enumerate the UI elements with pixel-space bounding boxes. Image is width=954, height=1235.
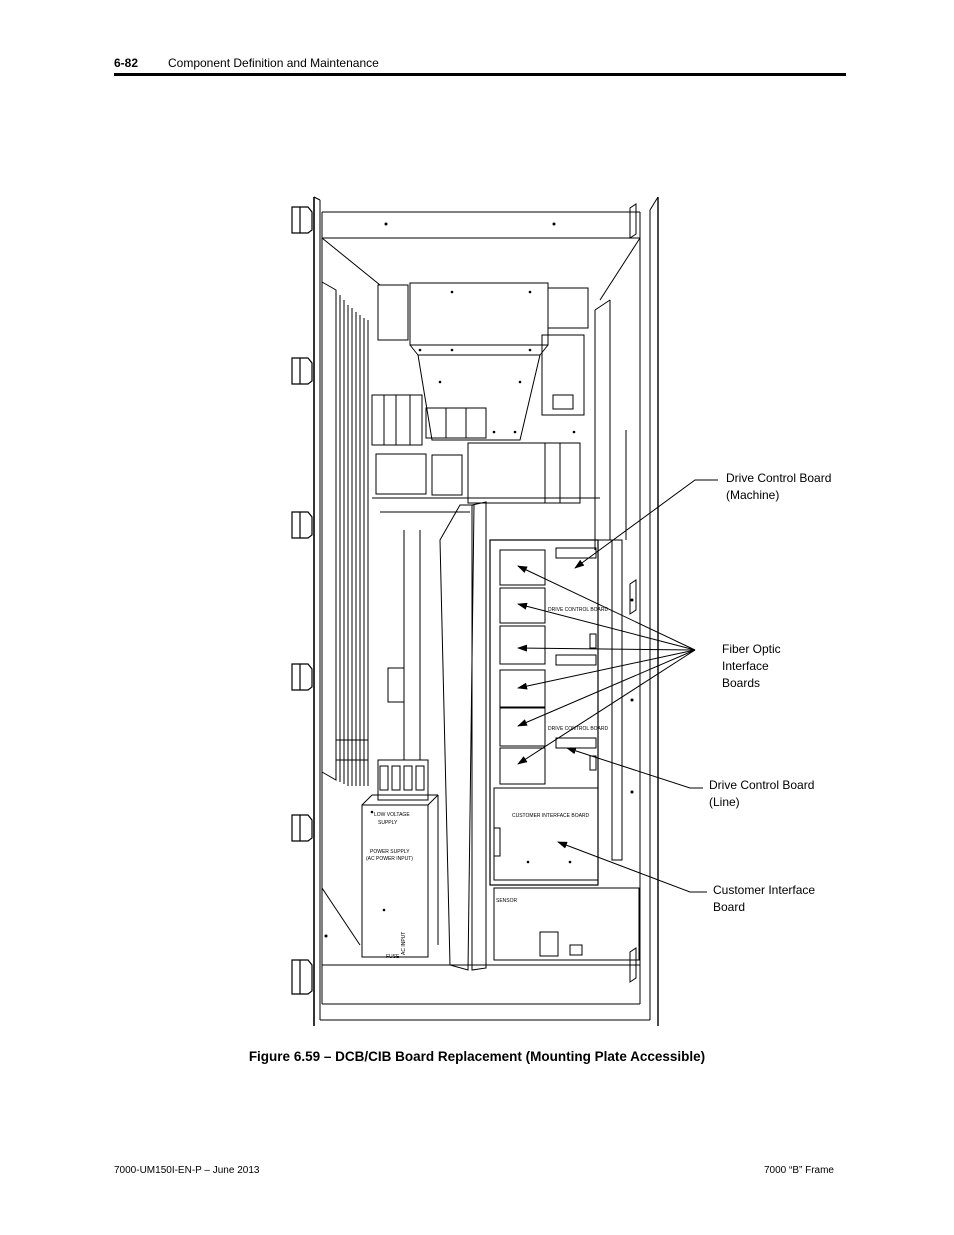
right-brackets (629, 203, 637, 983)
callout-cib: Customer Interface Board (713, 883, 816, 914)
leader-fob-4 (517, 649, 696, 690)
footer-publication: 7000-UM150I-EN-P – June 2013 (114, 1165, 260, 1176)
psu-label-top: LOW VOLTAGE (374, 812, 410, 818)
header-rule (114, 73, 846, 76)
section-title: Component Definition and Maintenance (168, 56, 379, 70)
figure-caption: Figure 6.59 – DCB/CIB Board Replacement … (248, 1049, 706, 1064)
callout-dcb-machine: Drive Control Board (Machine) (726, 471, 832, 502)
cib-board-outline (493, 787, 599, 881)
callout-dcb-line: Drive Control Board (Line) (709, 778, 815, 809)
fastener-dots (324, 222, 634, 938)
power-supply (361, 765, 439, 958)
psu-label-top2: SUPPLY (378, 820, 398, 826)
psu-label-bottom: FUSE (386, 954, 400, 960)
leader-fob-3 (517, 644, 696, 652)
door-hinges (291, 206, 313, 995)
fiber-optic-board-3 (499, 625, 546, 665)
footer-frame: 7000 “B” Frame (763, 1165, 834, 1176)
page-header: 6-82 Component Definition and Maintenanc… (114, 56, 846, 78)
leader-lines (517, 479, 718, 893)
leader-fob-5 (517, 649, 696, 727)
fiber-optic-board-2 (499, 587, 546, 624)
psu-label-mid2: (AC POWER INPUT) (366, 856, 413, 862)
left-column-stack (321, 281, 369, 786)
fiber-optic-board-1 (499, 549, 546, 586)
swing-plate (377, 501, 487, 971)
leader-dcb-machine (574, 479, 718, 569)
psu-label-mid: POWER SUPPLY (370, 849, 410, 855)
fiber-optic-board-6 (499, 747, 546, 785)
leader-fob-1 (517, 565, 696, 651)
sensor-label: SENSOR (496, 898, 518, 904)
board-label-dcb-lower: DRIVE CONTROL BOARD (548, 726, 608, 732)
fiber-optic-board-4 (499, 669, 546, 708)
leader-fob-6 (517, 649, 696, 765)
board-label-dcb-upper: DRIVE CONTROL BOARD (548, 607, 608, 613)
fiber-optic-board-5 (499, 707, 546, 747)
psu-label-side: AC INPUT (401, 932, 407, 955)
upper-assembly (371, 282, 627, 550)
leader-fob-2 (517, 602, 696, 651)
leader-dcb-line (566, 747, 703, 789)
board-label-cib: CUSTOMER INTERFACE BOARD (512, 813, 590, 819)
cabinet-frame (313, 196, 659, 1026)
callout-fiber-optic: Fiber Optic Interface Boards (722, 642, 781, 690)
leader-cib (557, 841, 707, 893)
page-number: 6-82 (114, 56, 139, 70)
mounting-plate (489, 539, 640, 961)
